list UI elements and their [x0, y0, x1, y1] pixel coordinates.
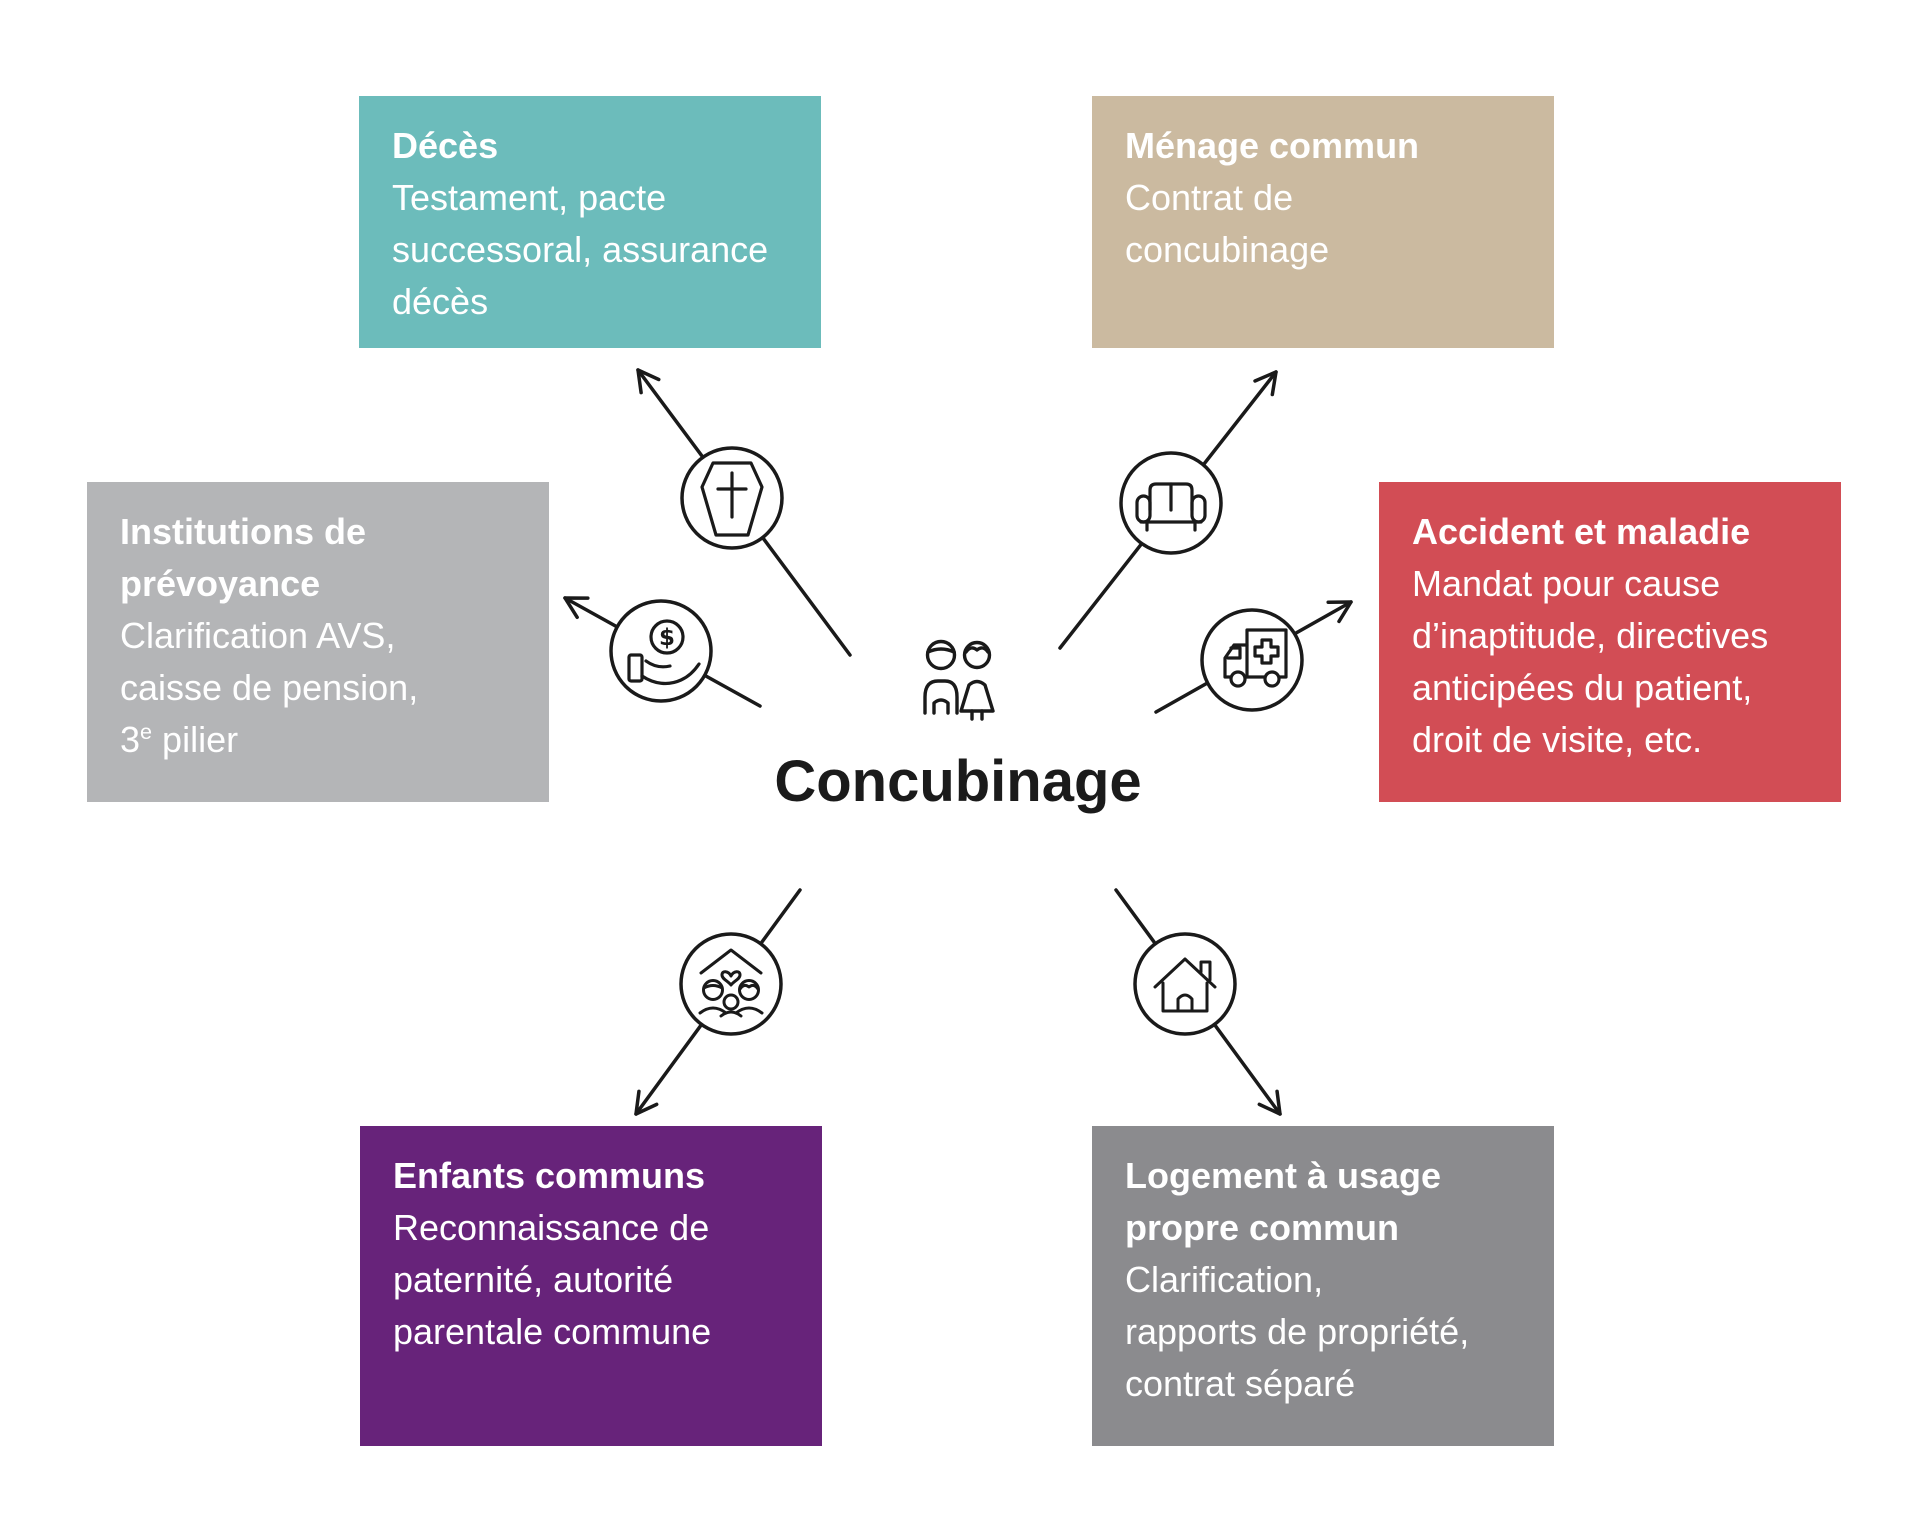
node-enfants-communs-title: Enfants communs	[393, 1155, 706, 1196]
node-accident-maladie-line: d’inaptitude, directives	[1412, 615, 1769, 656]
node-accident-maladie-line: droit de visite, etc.	[1412, 719, 1703, 760]
svg-text:$: $	[659, 625, 675, 651]
node-enfants-communs-line: Reconnaissance de	[393, 1207, 710, 1248]
node-deces: Décès Testament, pacte successoral, assu…	[359, 96, 821, 348]
node-enfants-communs-line: parentale commune	[393, 1311, 712, 1352]
node-institutions-prevoyance-line: 3e pilier	[120, 719, 239, 760]
house-icon	[1133, 932, 1237, 1036]
node-institutions-prevoyance-line: Clarification AVS,	[120, 615, 396, 656]
node-menage-commun-line: concubinage	[1125, 229, 1330, 270]
node-menage-commun-line: Contrat de	[1125, 177, 1294, 218]
node-logement-usage-propre-line: rapports de propriété,	[1125, 1311, 1470, 1352]
node-accident-maladie-title: Accident et maladie	[1412, 511, 1751, 552]
node-menage-commun: Ménage commun Contrat de concubinage	[1092, 96, 1554, 348]
node-deces-title: Décès	[392, 125, 499, 166]
family-icon	[679, 932, 783, 1036]
node-logement-usage-propre-title: Logement à usage propre commun	[1125, 1155, 1442, 1248]
node-institutions-prevoyance: Institutions de prévoyance Clarification…	[87, 482, 549, 802]
couple-icon	[923, 639, 995, 721]
ambulance-icon	[1200, 608, 1304, 712]
node-menage-commun-title: Ménage commun	[1125, 125, 1420, 166]
node-institutions-prevoyance-title: Institutions de prévoyance	[120, 511, 366, 604]
coffin-icon	[680, 446, 784, 550]
node-logement-usage-propre-line: contrat séparé	[1125, 1363, 1356, 1404]
sofa-icon	[1119, 451, 1223, 555]
hand-coin-icon: $	[609, 599, 713, 703]
node-logement-usage-propre: Logement à usage propre commun Clarifica…	[1092, 1126, 1554, 1446]
diagram-center-title: Concubinage	[774, 749, 1142, 814]
node-enfants-communs: Enfants communs Reconnaissance de patern…	[360, 1126, 822, 1446]
node-accident-maladie-line: Mandat pour cause	[1412, 563, 1721, 604]
node-institutions-prevoyance-line: caisse de pension,	[120, 667, 419, 708]
node-accident-maladie: Accident et maladie Mandat pour cause d’…	[1379, 482, 1841, 802]
node-deces-line: Testament, pacte	[392, 177, 667, 218]
node-deces-line: décès	[392, 281, 489, 322]
node-accident-maladie-line: anticipées du patient,	[1412, 667, 1753, 708]
node-enfants-communs-line: paternité, autorité	[393, 1259, 674, 1300]
superscript-e: e	[140, 719, 153, 744]
node-logement-usage-propre-line: Clarification,	[1125, 1259, 1324, 1300]
node-deces-line: successoral, assurance	[392, 229, 769, 270]
